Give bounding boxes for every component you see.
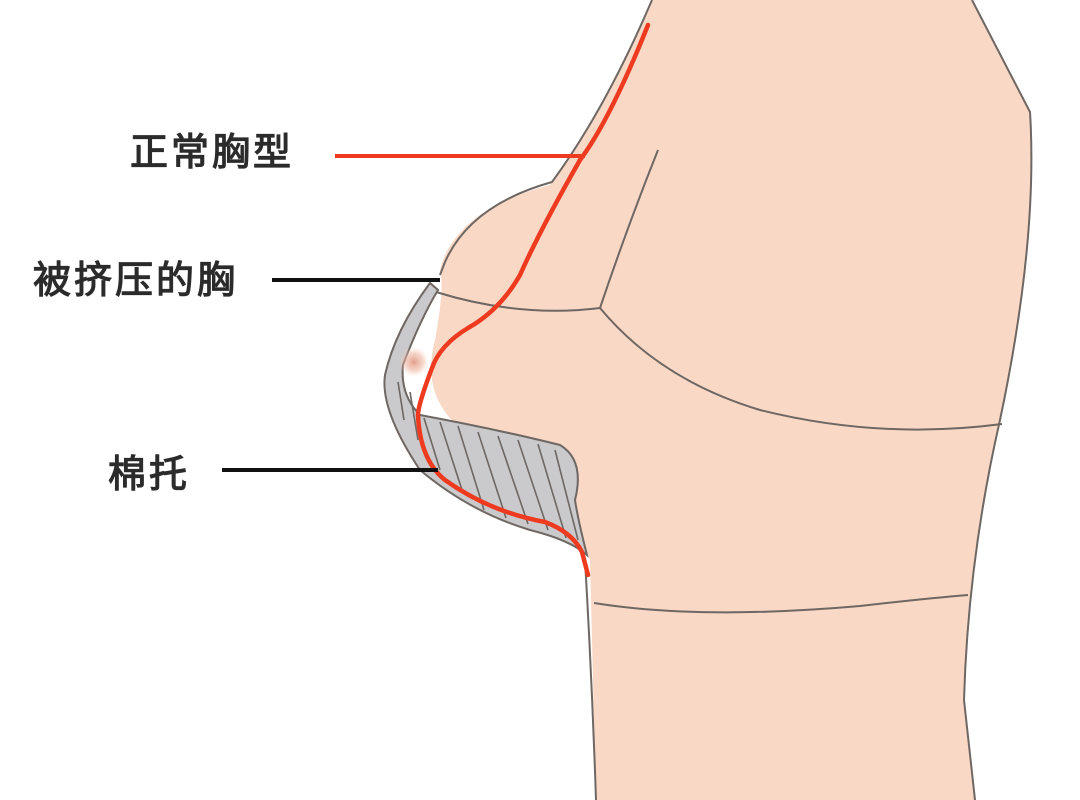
chest-outline	[439, 0, 653, 276]
squeezed-breast-label: 被挤压的胸	[33, 258, 239, 302]
back-outline	[962, 0, 1033, 800]
bust-curve-line	[599, 307, 1003, 431]
nipple-mark	[399, 347, 429, 377]
upper-bust-line	[435, 291, 601, 312]
cup-pad-shape	[383, 281, 589, 558]
band-line	[593, 594, 969, 614]
pad-hatching	[397, 381, 579, 541]
normal-shape-curve	[415, 22, 651, 578]
underbust-outline	[584, 559, 597, 800]
normal-shape-label: 正常胸型	[130, 130, 295, 174]
armhole-line	[599, 149, 659, 309]
cup-pad-label: 棉托	[108, 452, 191, 496]
